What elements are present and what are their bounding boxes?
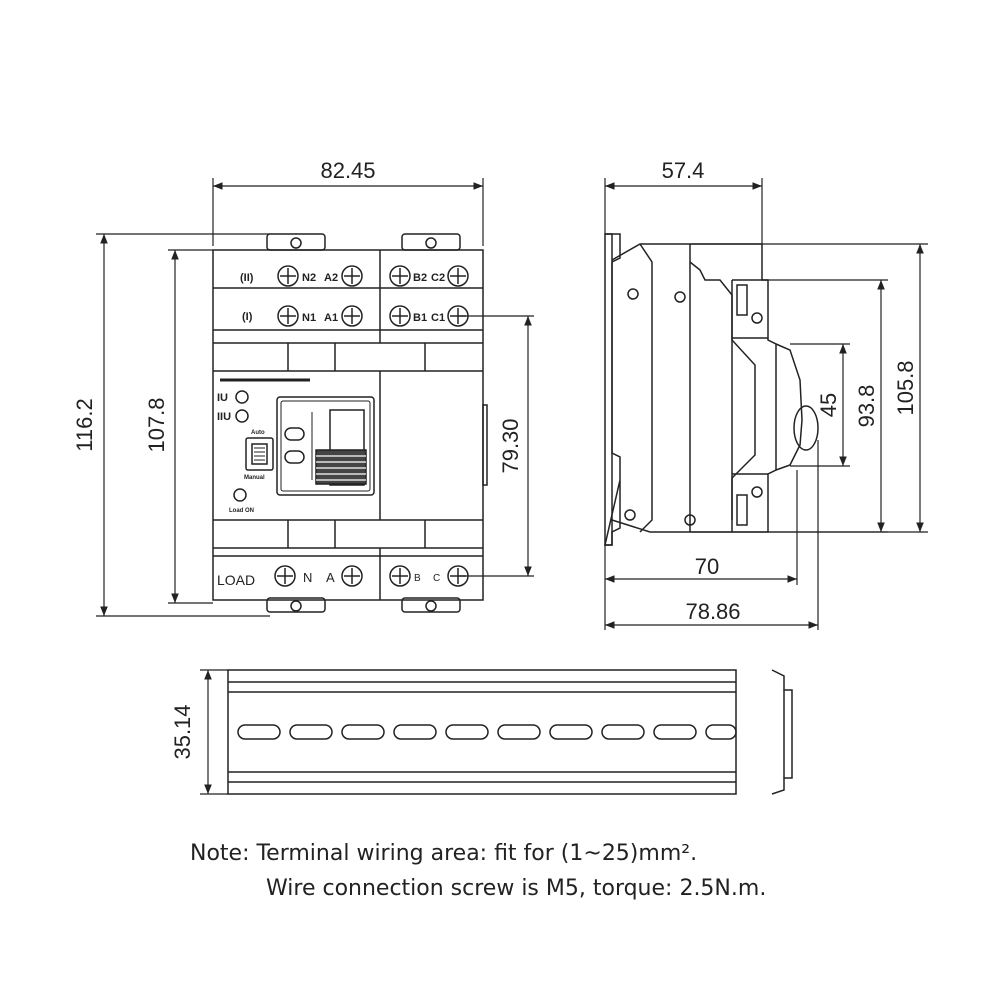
label-a1: A1: [324, 312, 338, 324]
label-iiu: IIU: [217, 411, 231, 423]
label-n: N: [303, 570, 312, 585]
screw-n2: [277, 265, 299, 287]
label-load: LOAD: [217, 572, 255, 588]
front-labels: (II) (I) N2 A2 B2 C2 N1 A1 B1 C1 LOAD N …: [217, 272, 445, 588]
label-a2: A2: [324, 272, 338, 284]
dim-front-height-body: 107.8: [144, 397, 169, 452]
dim-side-rail-depth: 70: [695, 554, 719, 579]
label-row1: (I): [242, 311, 253, 323]
screw-b2: [389, 265, 411, 287]
dim-rail-height: 35.14: [170, 704, 195, 759]
label-n1: N1: [302, 312, 316, 324]
screw-b: [389, 565, 411, 587]
screw-a2: [341, 265, 363, 287]
dim-front-height-total: 116.2: [72, 398, 97, 451]
terminal-screws: [274, 265, 469, 587]
screw-b1: [389, 305, 411, 327]
label-c: C: [433, 573, 440, 584]
screw-n: [274, 565, 296, 587]
side-dimensions: [604, 178, 928, 630]
label-row2: (II): [240, 272, 254, 284]
dim-side-height-total: 105.8: [893, 360, 918, 415]
front-dimension-labels: 82.45 116.2 107.8 79.30: [72, 158, 523, 474]
label-n2: N2: [302, 272, 316, 284]
din-rail: [227, 669, 793, 795]
label-load-on: Load ON: [229, 508, 254, 514]
rail-dimension: [200, 669, 228, 795]
label-manual: Manual: [244, 475, 265, 481]
dim-terminal-spacing: 79.30: [498, 418, 523, 473]
label-c2: C2: [431, 272, 445, 284]
label-b2: B2: [413, 272, 427, 284]
front-dimensions: [96, 178, 534, 617]
note: Note: Terminal wiring area: fit for (1~2…: [190, 836, 970, 906]
side-view: [604, 233, 819, 546]
note-line-2: Wire connection screw is M5, torque: 2.5…: [266, 876, 767, 901]
label-b1: B1: [413, 312, 427, 324]
label-auto: Auto: [251, 430, 265, 436]
dim-side-total-depth: 78.86: [685, 599, 740, 624]
screw-a: [341, 565, 363, 587]
dim-side-height-small: 45: [816, 393, 841, 417]
side-dimension-labels: 57.4 105.8 93.8 45 70 78.86: [662, 158, 918, 624]
screw-a1: [341, 305, 363, 327]
label-iu: IU: [217, 392, 228, 404]
screw-c1: [447, 305, 469, 327]
dim-front-width: 82.45: [320, 158, 375, 183]
screw-c2: [447, 265, 469, 287]
note-line-1: Note: Terminal wiring area: fit for (1~2…: [190, 841, 698, 866]
label-a: A: [326, 570, 335, 585]
label-b: B: [414, 573, 421, 584]
front-view: [212, 233, 488, 613]
screw-n1: [277, 305, 299, 327]
dim-side-height-mid: 93.8: [854, 385, 879, 428]
label-c1: C1: [431, 312, 445, 324]
dim-side-depth: 57.4: [662, 158, 705, 183]
